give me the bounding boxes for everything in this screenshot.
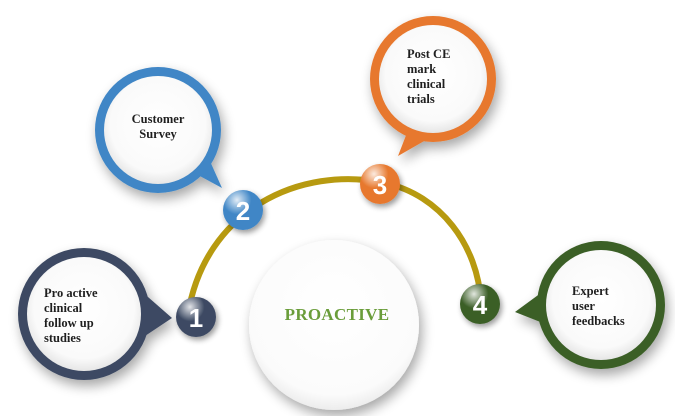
- step-1-badge: 1: [176, 297, 216, 337]
- step-1-bubble-inner: [27, 257, 141, 371]
- step-2-bubble-inner: [104, 76, 212, 184]
- center-circle: [249, 240, 419, 410]
- step-2-bubble: [95, 67, 222, 193]
- step-1-line-1: Pro active: [44, 286, 98, 300]
- step-4-bubble: [515, 241, 665, 369]
- step-4-bubble-inner: [546, 250, 656, 360]
- step-3-bubble: [370, 16, 496, 156]
- step-4-line-3: feedbacks: [572, 314, 625, 328]
- step-1-bubble-pointer: [140, 290, 172, 338]
- center-label: PROACTIVE: [284, 305, 390, 324]
- step-3-text: Post CE mark clinical trials: [407, 47, 450, 107]
- step-3-number: 3: [373, 170, 387, 200]
- step-3-badge: 3: [360, 164, 400, 204]
- step-1-text: Pro active clinical follow up studies: [44, 286, 98, 346]
- step-2-line-1: Customer: [131, 112, 185, 126]
- step-2-badge: 2: [223, 190, 263, 230]
- step-4-number: 4: [473, 290, 488, 320]
- step-2-text: Customer Survey: [118, 112, 198, 142]
- step-3-bubble-inner: [379, 25, 487, 133]
- step-4-badge: 4: [460, 284, 500, 324]
- step-1-line-2: clinical: [44, 301, 83, 315]
- step-1-bubble: [18, 248, 172, 380]
- step-1-line-3: follow up: [44, 316, 94, 330]
- step-3-line-2: mark: [407, 62, 437, 76]
- step-4-bubble-pointer: [515, 290, 548, 325]
- step-4-line-1: Expert: [572, 284, 609, 298]
- step-4-line-2: user: [572, 299, 595, 313]
- step-2-bubble-pointer: [185, 150, 222, 188]
- step-3-line-1: Post CE: [407, 47, 451, 61]
- step-2-number: 2: [236, 196, 250, 226]
- step-3-line-3: clinical: [407, 77, 446, 91]
- step-4-text: Expert user feedbacks: [572, 284, 625, 329]
- step-1-line-4: studies: [44, 331, 81, 345]
- step-1-number: 1: [189, 303, 203, 333]
- step-3-line-4: trials: [407, 92, 435, 106]
- step-2-line-2: Survey: [139, 127, 177, 141]
